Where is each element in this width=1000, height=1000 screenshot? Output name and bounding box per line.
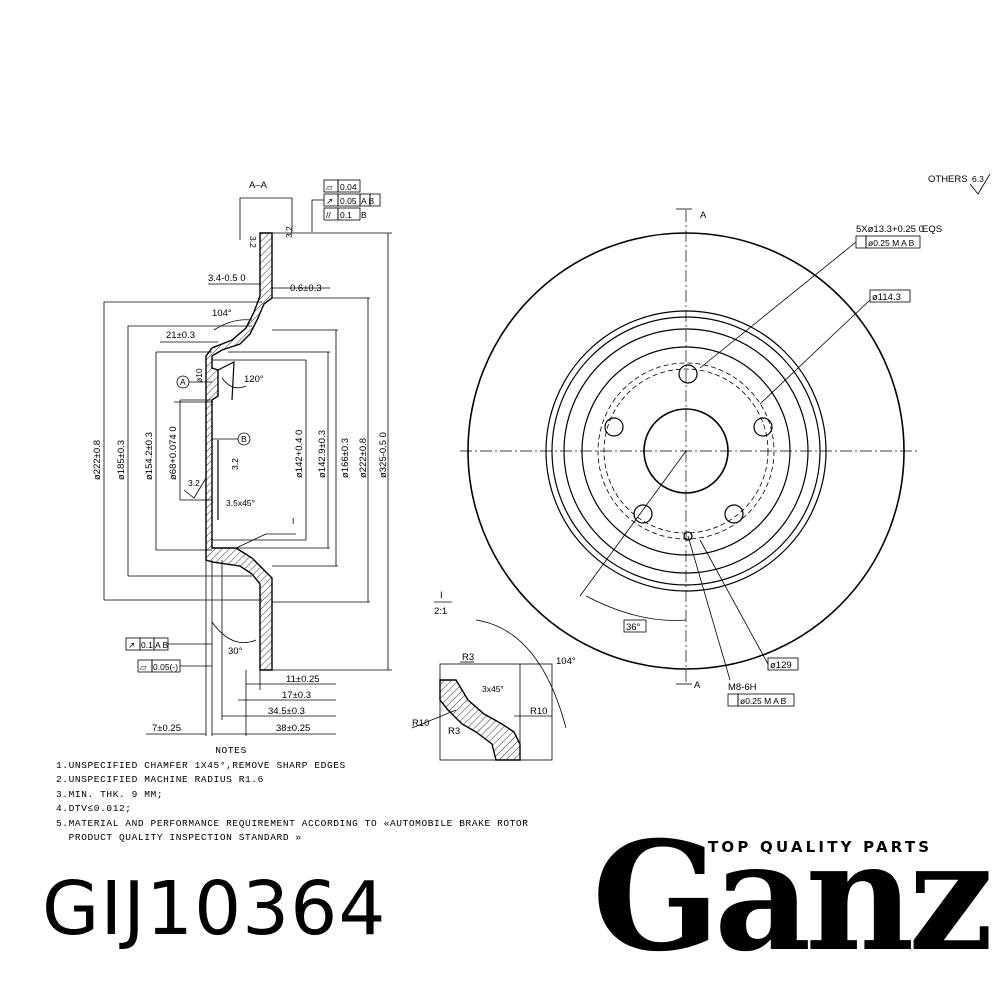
scale: 2:1 [434, 606, 447, 617]
view-marker: A [694, 680, 701, 691]
detail-radius: R3 [462, 652, 474, 663]
tolerance-symbol: // [326, 210, 331, 220]
roughness-general: OTHERS [928, 174, 968, 185]
detail-radius: R10 [530, 706, 547, 717]
lug-hole [678, 364, 698, 384]
roughness-mark: 3.2 [188, 478, 200, 488]
lug-hole [633, 504, 653, 524]
detail-angle: 104° [556, 656, 576, 667]
dim-top: 21±0.3 [166, 330, 195, 341]
detail-chamfer: 3x45° [482, 684, 504, 694]
part-number: GIJ10364 [42, 866, 387, 952]
roughness-general-value: 6.3 [972, 174, 984, 184]
notes-block: NOTES 1.UNSPECIFIED CHAMFER 1X45°,REMOVE… [56, 744, 556, 846]
dim-left: ø154.2±0.3 [144, 432, 155, 480]
detail-radius: R10 [412, 718, 429, 729]
tolerance-value: 0.05 [340, 196, 357, 206]
note-item: 1.UNSPECIFIED CHAMFER 1X45°,REMOVE SHARP… [56, 759, 346, 771]
dim-bottom: 34.5±0.3 [268, 706, 305, 717]
front-view: A A 5Xø13.3+0.25 0 EQS ø0.25 M A B ø114.… [460, 173, 991, 707]
dim-top: ø10 [194, 368, 204, 383]
scale-num: I [440, 590, 443, 601]
tolerance-symbol: ↗ [128, 640, 135, 650]
dim-left: ø222±0.8 [92, 440, 103, 480]
view-marker: A [700, 210, 707, 221]
section-view: A–A ▱ 0.04 ↗ 0.05 A B // 0.1 B [92, 179, 392, 736]
tolerance-symbol: ▱ [140, 662, 147, 672]
note-item: 4.DTV≤0.012; [56, 803, 132, 814]
tolerance-value: 0.05(-) [153, 662, 178, 672]
tolerance-value: 0.1 [340, 210, 352, 220]
dim-bottom: 7±0.25 [152, 723, 181, 734]
tolerance-datum: B [361, 210, 367, 220]
dim-bottom: 17±0.3 [282, 690, 311, 701]
tolerance-value: 0.1 [141, 640, 153, 650]
lug-hole [724, 504, 744, 524]
detail-label: I [292, 516, 294, 526]
callout-a: A [180, 377, 186, 387]
holes-tolerance: ø0.25 M A B [868, 238, 915, 248]
tolerance-symbol: ▱ [326, 182, 333, 192]
brand-tagline: TOP QUALITY PARTS [708, 838, 933, 856]
dim-right: ø142+0.4 0 [294, 430, 305, 478]
section-title: A–A [249, 180, 268, 191]
disc-outer-edge [467, 232, 905, 670]
dim-right: ø142.9±0.3 [317, 430, 328, 478]
thread-circle: ø129 [770, 660, 792, 671]
dim-bottom: 3.5x45° [226, 498, 255, 508]
notes-title: NOTES [215, 745, 247, 756]
lug-hole [604, 417, 624, 437]
detail-view: I 2:1 R3 3x45° R10 R3 R10 104° [411, 590, 576, 761]
thread-tolerance: ø0.25 M A B [740, 696, 787, 706]
angle-spec: 36° [626, 622, 641, 633]
note-item: 5.MATERIAL AND PERFORMANCE REQUIREMENT A… [56, 817, 529, 829]
dim-bottom: 11±0.25 [286, 674, 320, 685]
lug-hole [753, 417, 773, 437]
dim-bottom: 38±0.25 [276, 723, 310, 734]
dim-top: 0.6±0.3 [290, 283, 322, 294]
roughness-mark: 3.2 [284, 226, 294, 238]
tolerance-value: 0.04 [340, 182, 357, 192]
detail-radius: R3 [448, 726, 460, 737]
dim-right: ø166±0.3 [340, 438, 351, 478]
dim-bottom: 30° [228, 646, 243, 657]
tolerance-symbol: ↗ [326, 196, 333, 206]
thread-hole [683, 531, 693, 541]
roughness-mark: 3.2 [230, 458, 240, 470]
dim-top: 3.4-0.5 0 [208, 273, 246, 284]
tolerance-datum: A B [361, 196, 375, 206]
center-bore [643, 408, 729, 494]
disc-section [205, 232, 273, 671]
thread-spec: M8-6H [728, 682, 757, 693]
dim-right: ø222±0.8 [358, 438, 369, 478]
holes-suffix: EQS [922, 224, 942, 235]
note-item: 3.MIN. THK. 9 MM; [56, 788, 164, 800]
dim-left: ø185±0.3 [116, 440, 127, 480]
holes-spec: 5Xø13.3+0.25 0 [856, 224, 924, 235]
dim-right: ø325-0.5 0 [378, 432, 389, 478]
dim-left: ø68+0.074 0 [168, 426, 179, 480]
brand-logo: Ganz [592, 809, 994, 985]
tolerance-frame-top: ▱ 0.04 ↗ 0.05 A B // 0.1 B [311, 179, 381, 232]
tolerance-frame-left: ↗ 0.1 A B ▱ 0.05(-) [125, 637, 212, 673]
pcd-spec: ø114.3 [872, 292, 901, 303]
tolerance-datum: A B [155, 640, 169, 650]
dim-top: 104° [212, 308, 232, 319]
dim-top: 120° [244, 374, 264, 385]
roughness-mark: 3.2 [248, 236, 258, 248]
note-item: PRODUCT QUALITY INSPECTION STANDARD » [56, 832, 302, 843]
note-item: 2.UNSPECIFIED MACHINE RADIUS R1.6 [56, 774, 264, 785]
callout-b: B [241, 434, 247, 444]
